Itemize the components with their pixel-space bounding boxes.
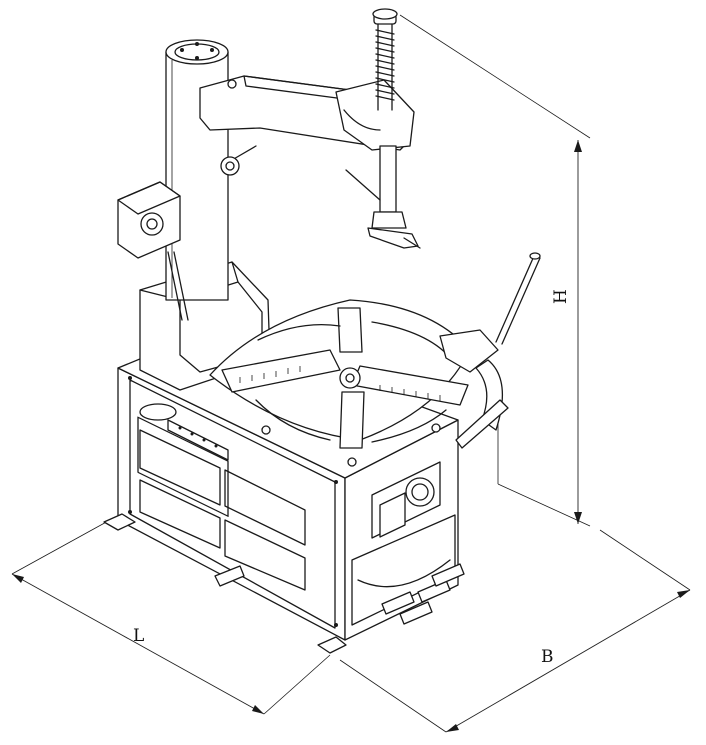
vertical-shaft: [345, 8, 421, 249]
arm-lock-knob: [220, 156, 240, 176]
dimension-lines: [11, 14, 691, 733]
pedal-1: [381, 591, 415, 615]
width-label: B: [541, 647, 554, 667]
pedal-left: [214, 565, 245, 587]
machine-cabinet: [103, 329, 459, 654]
foot-left: [103, 513, 136, 531]
horizontal-arm: [199, 75, 415, 176]
pedal-4: [431, 563, 465, 587]
side-control-box: [117, 181, 189, 321]
dimension-line-length: [11, 573, 265, 715]
control-knob: [371, 461, 441, 539]
height-label: H: [551, 289, 571, 304]
foot-pedals: [214, 563, 465, 625]
bead-breaker-lever: [495, 255, 535, 343]
dimension-line-width: [445, 589, 691, 733]
bead-breaker: [439, 252, 541, 449]
turntable: [209, 299, 471, 467]
length-label: L: [133, 626, 144, 646]
foot-front: [317, 636, 347, 654]
pedal-2: [399, 601, 433, 625]
mount-head: [371, 211, 407, 229]
